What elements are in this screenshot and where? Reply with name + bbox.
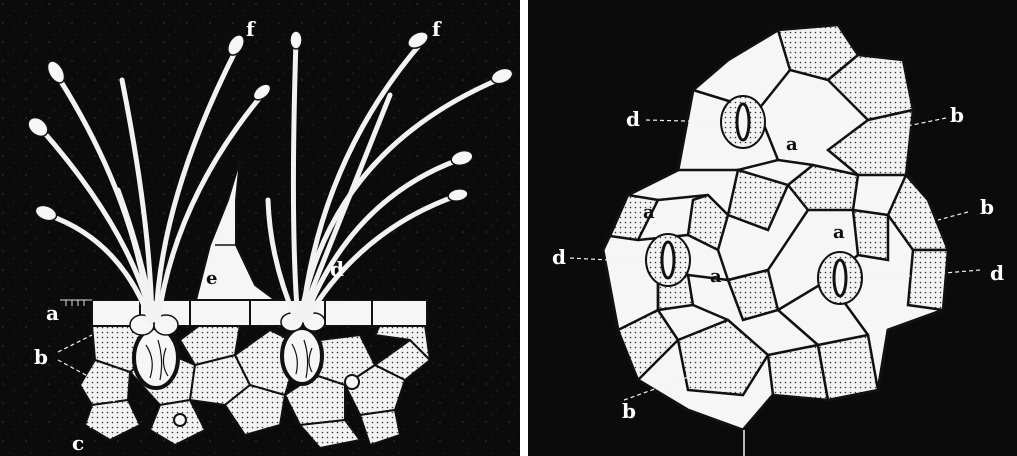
- label-b-bottom: b: [622, 399, 636, 423]
- label-d-right: d: [990, 261, 1004, 285]
- left-illustration-panel: a b c d e f f: [0, 0, 520, 456]
- label-b-top: b: [950, 103, 964, 127]
- epidermis-surface-drawing: d d d b b b a a a a: [528, 0, 1017, 456]
- label-e: e: [206, 268, 217, 289]
- label-a-4: a: [833, 222, 845, 243]
- label-a-2: a: [643, 202, 655, 223]
- label-b: b: [34, 345, 48, 369]
- label-f-right: f: [432, 17, 442, 41]
- label-a-3: a: [710, 266, 722, 287]
- stoma-1: [721, 96, 765, 148]
- label-c: c: [72, 431, 84, 455]
- label-d-left: d: [552, 245, 566, 269]
- label-a: a: [46, 301, 59, 325]
- stoma-3: [818, 252, 862, 304]
- label-d-top: d: [626, 107, 640, 131]
- stoma-2: [646, 234, 690, 286]
- label-a-1: a: [786, 134, 798, 155]
- label-f-left: f: [246, 17, 256, 41]
- right-illustration-panel: d d d b b b a a a a: [528, 0, 1017, 456]
- label-d: d: [330, 257, 344, 281]
- leaf-section-drawing: a b c d e f f: [0, 0, 520, 456]
- label-b-right: b: [980, 195, 994, 219]
